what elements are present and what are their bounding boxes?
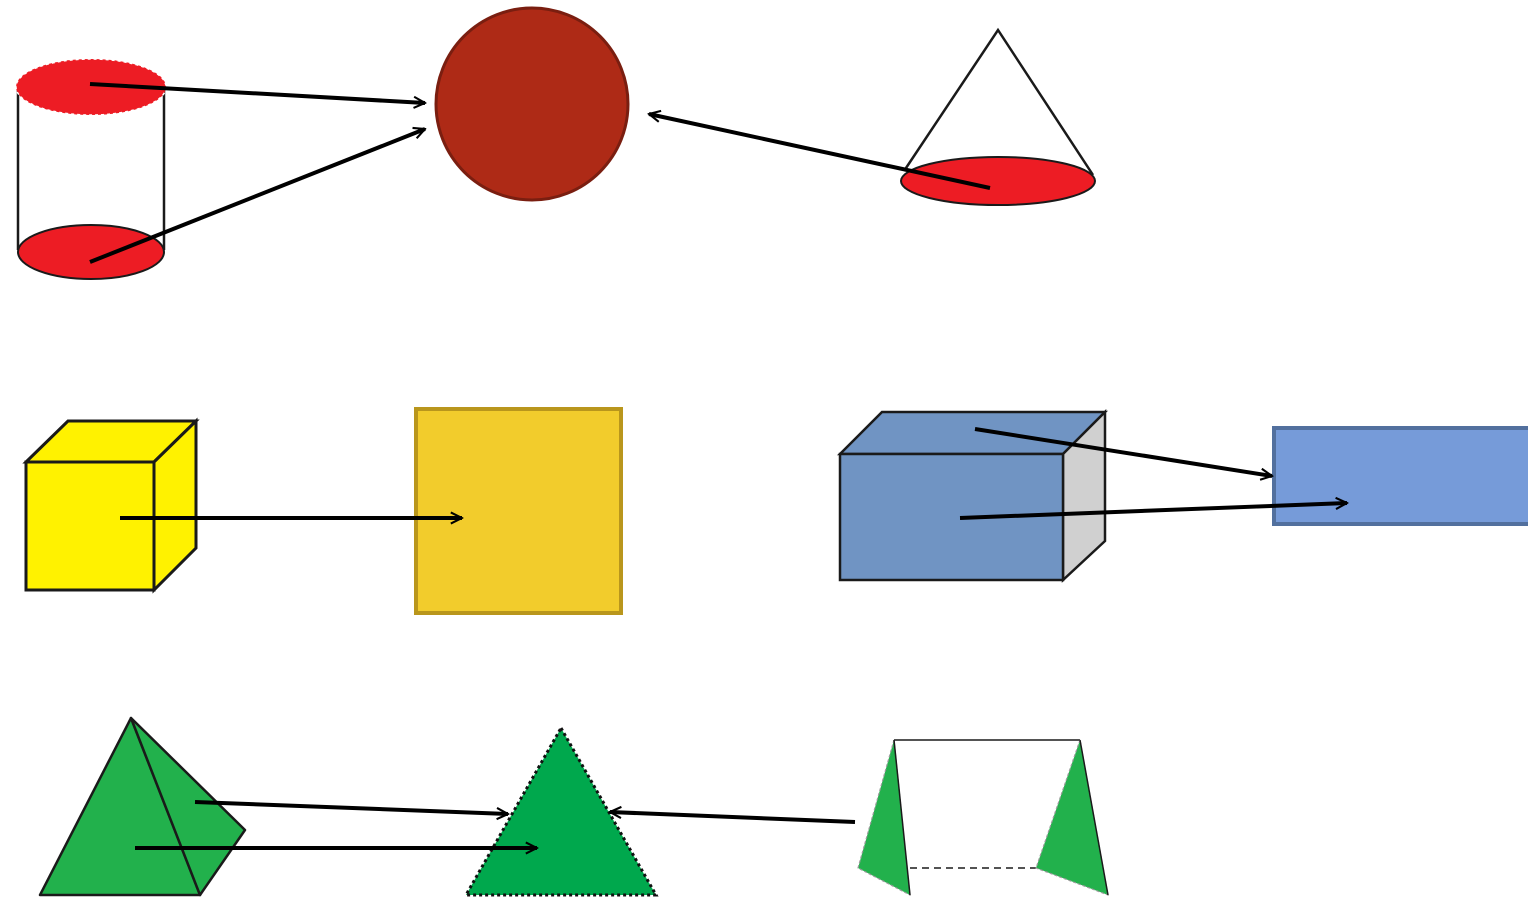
cylinder xyxy=(15,58,167,280)
arrow-pyramid-side-to-triangle xyxy=(194,800,508,814)
rectangle-face xyxy=(1272,426,1528,526)
arrow-cone-to-circle xyxy=(649,114,991,190)
cone xyxy=(900,27,1096,206)
cone-base-face xyxy=(900,156,1096,206)
cube xyxy=(22,417,200,594)
arrow-cylinder-bottom-to-circle xyxy=(89,129,425,264)
square-face xyxy=(414,407,623,615)
arrow-cuboid-front-to-rectangle xyxy=(959,503,1347,520)
arrow-prism-to-triangle xyxy=(610,812,856,824)
arrow-cuboid-top-to-rectangle xyxy=(974,427,1272,476)
cuboid xyxy=(836,408,1109,583)
pyramid xyxy=(38,716,247,897)
prism-left-face xyxy=(857,739,911,897)
triangular-prism xyxy=(857,737,1109,897)
cylinder-bottom-face xyxy=(17,224,165,280)
circle-face xyxy=(434,6,630,202)
arrow-cylinder-top-to-circle xyxy=(89,82,425,103)
